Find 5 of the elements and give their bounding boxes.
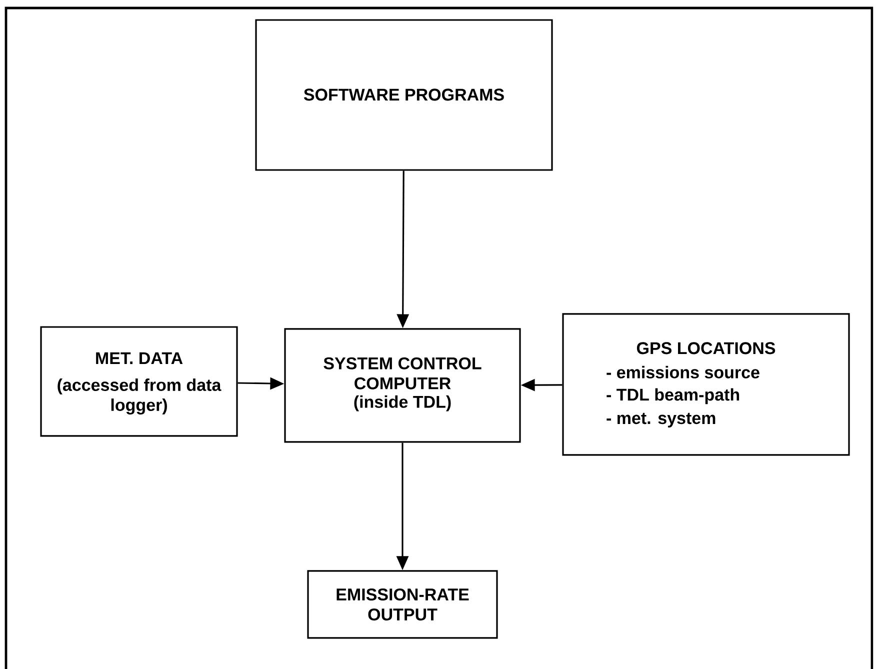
process-box: EMISSION-RATE OUTPUT [307, 570, 498, 639]
process-box: GPS LOCATIONS - emissions source - TDL beam-path - met. system [562, 313, 850, 456]
process-box: SOFTWARE PROGRAMS [255, 19, 553, 171]
process-box: SYSTEM CONTROL COMPUTER (inside TDL) [284, 328, 521, 443]
process-box: MET. DATA (accessed from data logger) [40, 326, 238, 437]
